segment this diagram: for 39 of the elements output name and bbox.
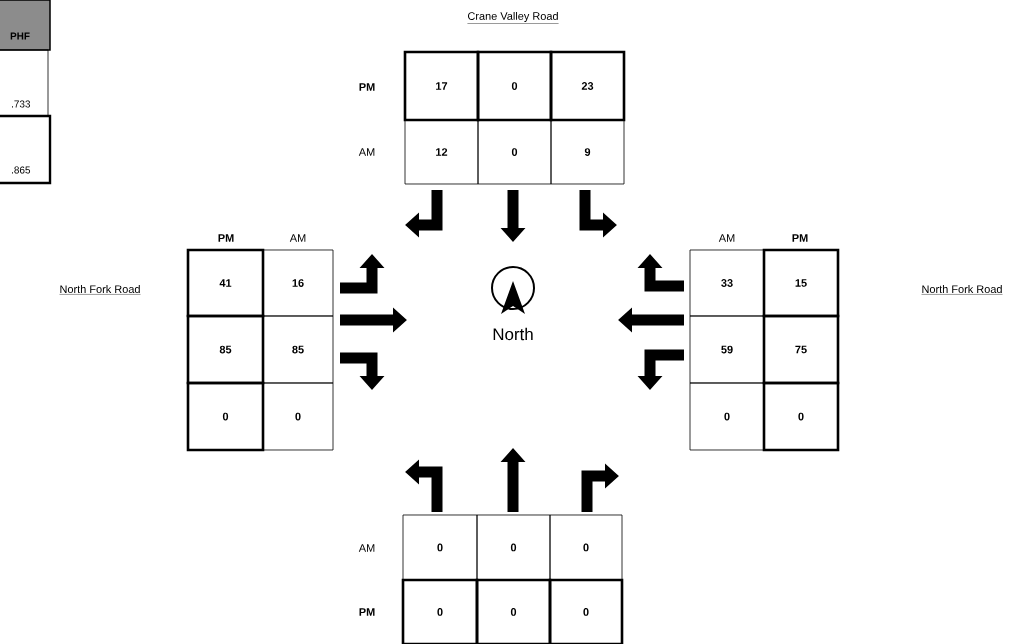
table-cell: 23 bbox=[549, 50, 626, 122]
table-cell: .865 bbox=[0, 114, 52, 185]
row-label: PM bbox=[359, 83, 375, 91]
table-cell: 85 bbox=[186, 314, 265, 385]
table-cell: 17 bbox=[403, 50, 480, 122]
road-name: North Fork Road bbox=[921, 285, 1003, 295]
table-cell: 0 bbox=[762, 381, 840, 452]
table-cell: 0 bbox=[548, 578, 624, 644]
table-cell: 12 bbox=[404, 119, 479, 185]
road-name: Crane Valley Road bbox=[467, 11, 559, 24]
row-label: PM bbox=[792, 234, 808, 242]
table-cell: 0 bbox=[402, 514, 478, 581]
table-cell: 75 bbox=[762, 314, 840, 385]
table-cell: 0 bbox=[401, 578, 479, 644]
table-cell: 41 bbox=[186, 248, 265, 318]
table-cell: 16 bbox=[262, 249, 334, 317]
table-cell: 0 bbox=[549, 514, 623, 581]
road-name: North Fork Road bbox=[59, 285, 141, 295]
table-cell: 15 bbox=[762, 248, 840, 318]
table-cell: 85 bbox=[262, 315, 334, 384]
table-cell: 9 bbox=[550, 119, 625, 185]
row-label: PM bbox=[359, 608, 375, 616]
table-cell: 0 bbox=[186, 381, 265, 452]
compass-label: North bbox=[493, 327, 533, 341]
table-cell: 0 bbox=[476, 514, 551, 581]
table-cell: 0 bbox=[262, 382, 334, 451]
row-label: AM bbox=[289, 234, 306, 242]
table-cell: 0 bbox=[477, 119, 552, 185]
row-label: AM bbox=[358, 148, 375, 156]
table-cell: 0 bbox=[475, 578, 552, 644]
row-label: AM bbox=[718, 234, 735, 242]
table-cell: 0 bbox=[689, 382, 765, 451]
table-cell: 0 bbox=[476, 50, 553, 122]
table-header: PHF bbox=[0, 0, 51, 51]
table-cell: 59 bbox=[689, 315, 765, 384]
row-label: AM bbox=[358, 544, 375, 552]
table-cell: 33 bbox=[689, 249, 765, 317]
row-label: PM bbox=[218, 234, 234, 242]
table-cell: .733 bbox=[0, 49, 49, 117]
